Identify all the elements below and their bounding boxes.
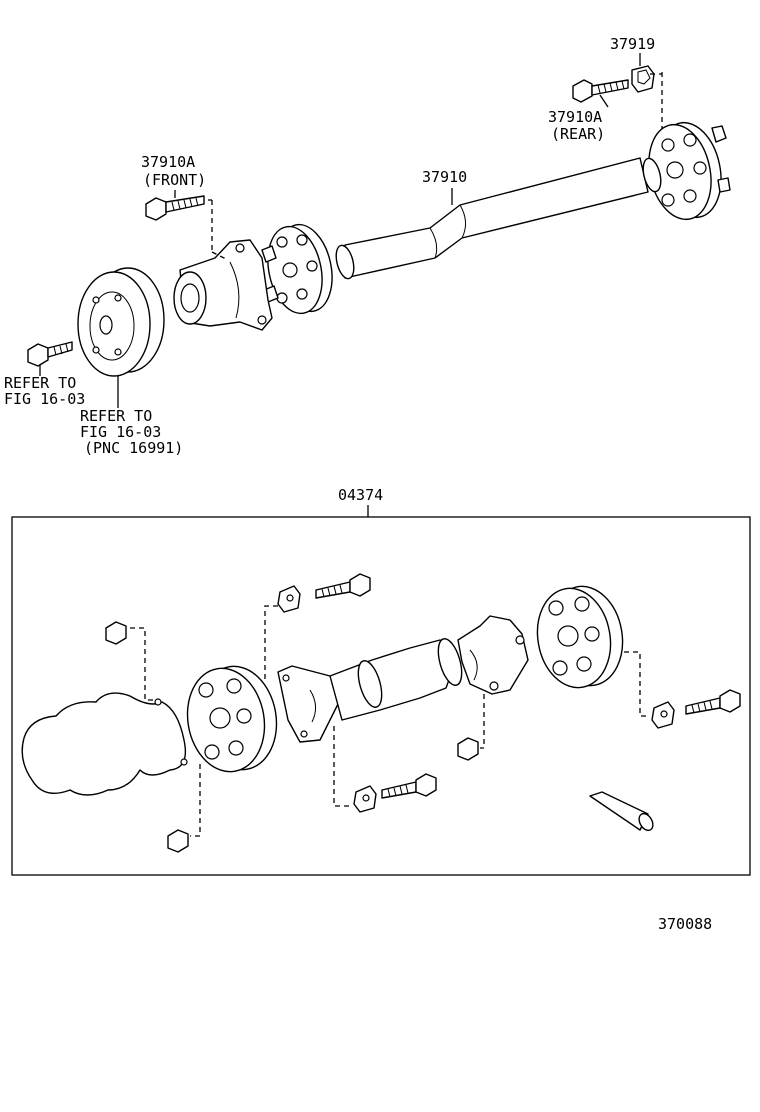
kit-flex-disc-left xyxy=(186,665,278,773)
leader-37910a-rear xyxy=(599,94,609,108)
front-yoke xyxy=(173,239,273,331)
kit-dash-left xyxy=(130,627,158,701)
kit-nut-middle xyxy=(457,737,479,761)
front-flex-coupling xyxy=(261,223,333,315)
kit-bolt-top xyxy=(315,573,371,599)
bolt-37910a-front xyxy=(145,195,205,221)
label-04374: 04374 xyxy=(338,486,383,504)
figure-number: 370088 xyxy=(658,915,712,933)
kit-nut-left-bottom xyxy=(167,829,189,853)
label-front: (FRONT) xyxy=(143,171,206,189)
kit-grease-tube xyxy=(589,791,654,832)
label-37910: 37910 xyxy=(422,168,467,186)
label-37910a-rear: 37910A xyxy=(548,108,602,126)
kit-gasket xyxy=(21,692,187,796)
label-rear: (REAR) xyxy=(551,125,605,143)
label-37910a-front: 37910A xyxy=(141,153,195,171)
companion-flange xyxy=(77,267,165,377)
kit-bolt-center xyxy=(381,773,437,799)
kit-washer-center xyxy=(353,785,377,813)
kit-washer-right xyxy=(651,701,675,729)
bolt-flange xyxy=(27,341,73,367)
kit-frame xyxy=(11,516,751,876)
shaft-tube-37910 xyxy=(335,157,662,280)
kit-gasket-hole-2 xyxy=(180,758,188,766)
kit-gasket-hole xyxy=(154,698,162,706)
washer-37919 xyxy=(631,65,655,93)
kit-dash-top xyxy=(264,605,278,680)
kit-washer-top xyxy=(277,585,301,613)
kit-bolt-right xyxy=(685,689,741,715)
kit-dash-middle xyxy=(480,694,485,749)
kit-dash-center xyxy=(333,726,352,807)
kit-right-yoke xyxy=(457,615,529,695)
label-refer-2a: REFER TO xyxy=(80,407,152,425)
label-refer-1a: REFER TO xyxy=(4,374,76,392)
label-37919: 37919 xyxy=(610,35,655,53)
kit-center-shaft xyxy=(277,638,463,743)
label-refer-2b: FIG 16-03 xyxy=(80,423,161,441)
kit-flex-disc-right xyxy=(536,585,624,689)
bolt-37910a-rear xyxy=(572,79,629,103)
label-refer-2c: (PNC 16991) xyxy=(84,439,183,457)
dash-front-3 xyxy=(211,251,229,261)
label-refer-1b: FIG 16-03 xyxy=(4,390,85,408)
kit-nut-left-top xyxy=(105,621,127,645)
kit-dash-bottom-left xyxy=(190,764,201,837)
rear-flex-coupling xyxy=(648,121,731,221)
kit-dash-right xyxy=(624,651,650,717)
